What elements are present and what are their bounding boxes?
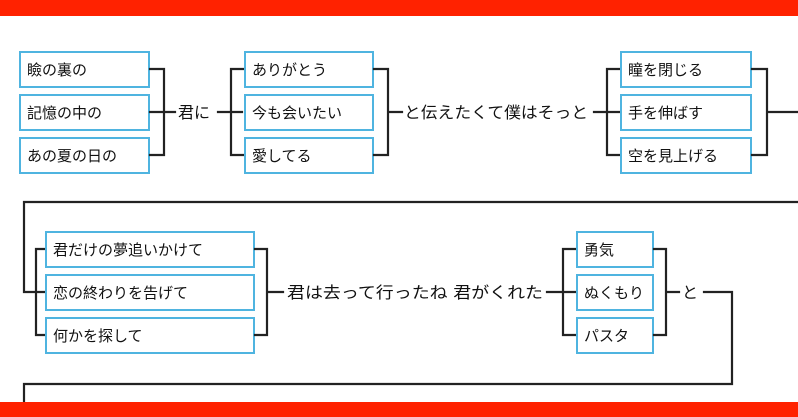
phrase-box xyxy=(19,94,150,131)
phrase-text: 手を伸ばす xyxy=(628,104,703,122)
open-bracket-e xyxy=(561,247,579,337)
phrase-text: あの夏の日の xyxy=(27,147,117,165)
bracket-c xyxy=(750,67,798,157)
phrase-text: 瞳を閉じる xyxy=(628,61,703,79)
group-e: 勇気 ぬくもり パスタ xyxy=(576,231,654,354)
bottom-red-band xyxy=(0,402,798,417)
phrase-text: 何かを探して xyxy=(53,327,143,345)
phrase-box xyxy=(45,317,255,354)
group-a: 瞼の裏の 記憶の中の あの夏の日の xyxy=(19,51,150,174)
phrase-text: 今も会いたい xyxy=(252,104,342,122)
group-d: 君だけの夢追いかけて 恋の終わりを告げて 何かを探して xyxy=(45,231,255,354)
phrase-box xyxy=(576,274,654,311)
open-bracket-b xyxy=(229,67,247,157)
wrap-connector-2 xyxy=(22,290,734,404)
phrase-text: 瞼の裏の xyxy=(27,61,87,79)
bracket-e xyxy=(652,247,681,337)
join-text-b: と伝えたくて僕はそっと xyxy=(404,103,588,122)
join-text-a: 君に xyxy=(178,103,210,122)
phrase-box xyxy=(620,51,752,88)
join-text-c: 君は去って行ったね 君がくれた xyxy=(287,283,543,302)
phrase-text: 空を見上げる xyxy=(628,147,718,165)
bracket-a xyxy=(148,67,177,157)
phrase-text: 記憶の中の xyxy=(27,104,102,122)
phrase-box xyxy=(45,274,255,311)
phrase-box xyxy=(45,231,255,268)
phrase-text: 君だけの夢追いかけて xyxy=(53,241,203,259)
phrase-text: 恋の終わりを告げて xyxy=(53,284,188,302)
phrase-box xyxy=(244,94,374,131)
open-bracket-c xyxy=(605,67,623,157)
phrase-text: 勇気 xyxy=(584,241,614,259)
bracket-b xyxy=(372,67,404,157)
group-c: 瞳を閉じる 手を伸ばす 空を見上げる xyxy=(620,51,752,174)
phrase-box xyxy=(620,137,752,174)
top-red-band xyxy=(0,0,798,16)
group-b: ありがとう 今も会いたい 愛してる xyxy=(244,51,374,174)
phrase-text: ありがとう xyxy=(252,61,327,79)
open-bracket-d xyxy=(34,247,48,337)
join-text-d: と xyxy=(682,283,698,302)
phrase-box xyxy=(620,94,752,131)
phrase-text: ぬくもり xyxy=(584,284,644,302)
bracket-d xyxy=(253,247,285,337)
phrase-text: パスタ xyxy=(584,327,629,345)
phrase-box xyxy=(576,317,654,354)
phrase-text: 愛してる xyxy=(252,147,312,165)
phrase-box xyxy=(576,231,654,268)
